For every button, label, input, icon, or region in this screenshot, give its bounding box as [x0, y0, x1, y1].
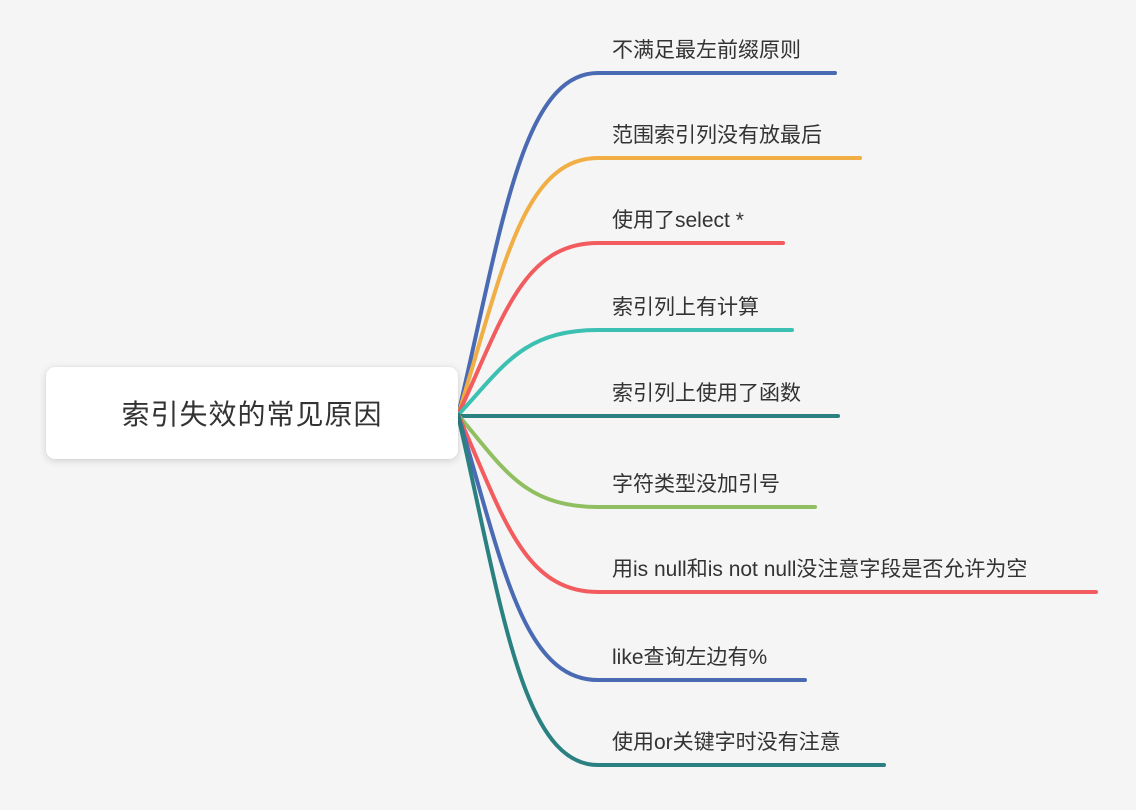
branch-label-leftmost-prefix[interactable]: 不满足最左前缀原则 [612, 39, 801, 62]
branch-label-select-star[interactable]: 使用了select * [612, 209, 744, 232]
branch-label-func-on-column[interactable]: 索引列上使用了函数 [612, 382, 801, 405]
branch-label-missing-quotes[interactable]: 字符类型没加引号 [612, 473, 780, 496]
branch-label-calc-on-column[interactable]: 索引列上有计算 [612, 296, 759, 319]
branch-label-range-column[interactable]: 范围索引列没有放最后 [612, 124, 822, 147]
branch-line [456, 413, 817, 509]
branch-line [456, 413, 1098, 594]
branch-label-like-percent[interactable]: like查询左边有% [612, 646, 768, 669]
branch-line [456, 413, 886, 767]
root-node[interactable]: 索引失效的常见原因 [46, 367, 458, 459]
branch-label-or-keyword[interactable]: 使用or关键字时没有注意 [612, 731, 841, 754]
branch-line [456, 413, 807, 682]
branch-line [456, 156, 862, 417]
root-node-label: 索引失效的常见原因 [121, 399, 383, 430]
branch-line [456, 241, 785, 417]
branch-line [456, 71, 837, 417]
branch-line [456, 328, 794, 417]
branch-label-is-null[interactable]: 用is null和is not null没注意字段是否允许为空 [612, 558, 1028, 581]
